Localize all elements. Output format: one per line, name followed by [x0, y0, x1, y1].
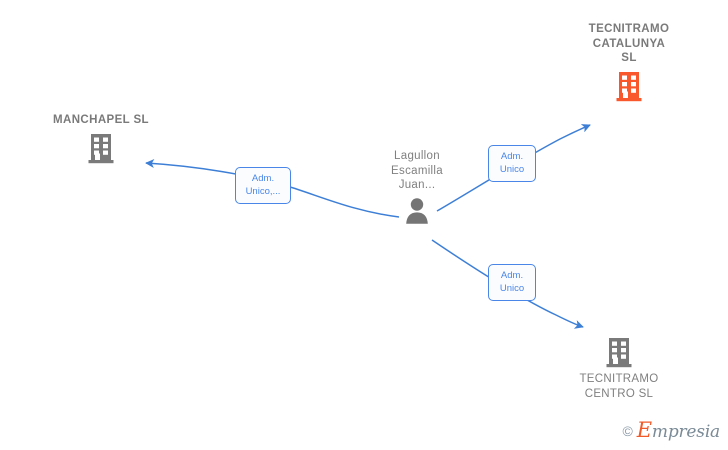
- node-person-lagullon[interactable]: Lagullon Escamilla Juan...: [342, 149, 492, 225]
- edge-person-to-tecnitramo-centro: [431, 239, 584, 329]
- empresia-watermark: © Empresia: [622, 420, 720, 441]
- node-tecnitramo-centro[interactable]: TECNITRAMO CENTRO SL: [544, 333, 694, 401]
- node-manchapel[interactable]: MANCHAPEL SL: [26, 113, 176, 164]
- node-tecnitramo-catalunya[interactable]: TECNITRAMO CATALUNYA SL: [554, 22, 704, 102]
- building-icon: [606, 338, 632, 368]
- edge-label-tecnitramo-catalunya[interactable]: Adm. Unico: [488, 145, 536, 182]
- node-manchapel-label: MANCHAPEL SL: [53, 114, 149, 126]
- building-icon: [616, 71, 642, 101]
- empresia-logo-text: Empresia: [637, 420, 720, 441]
- edge-label-tecnitramo-centro[interactable]: Adm. Unico: [488, 264, 536, 301]
- empresia-logo-initial: E: [636, 418, 652, 442]
- node-tecnitramo-catalunya-label: TECNITRAMO CATALUNYA SL: [588, 23, 670, 64]
- person-icon: [406, 197, 428, 224]
- edge-person-to-tecnitramo-catalunya: [436, 124, 591, 212]
- edge-label-manchapel[interactable]: Adm. Unico,...: [235, 167, 291, 204]
- building-icon: [88, 133, 114, 163]
- node-tecnitramo-centro-label: TECNITRAMO CENTRO SL: [579, 373, 659, 400]
- copyright-icon: ©: [622, 422, 633, 439]
- node-person-label: Lagullon Escamilla Juan...: [391, 150, 443, 191]
- empresia-logo-rest: mpresia: [651, 422, 720, 442]
